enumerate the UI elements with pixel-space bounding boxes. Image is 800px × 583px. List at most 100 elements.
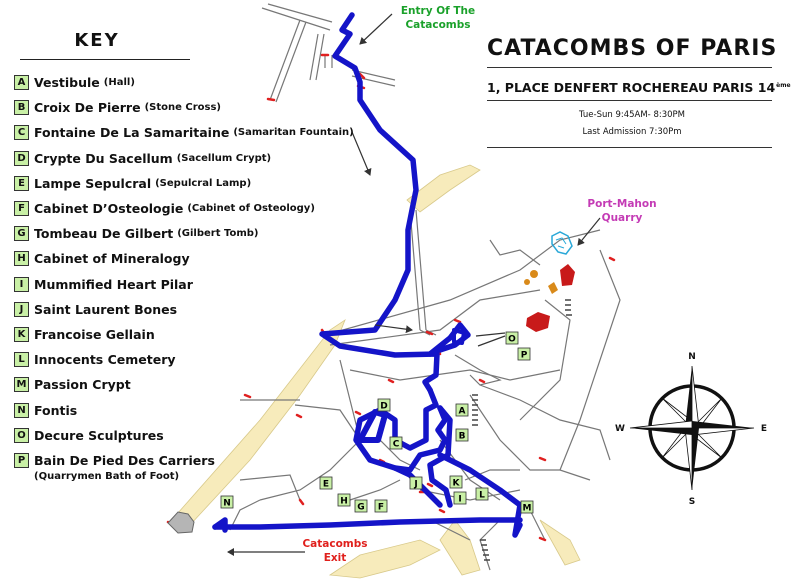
- key-item-f: F Cabinet D’Osteologie(Cabinet of Osteolo…: [14, 196, 394, 221]
- map-label-e: E: [319, 476, 333, 490]
- key-item-i: I Mummified Heart Pilar: [14, 272, 394, 297]
- port-mahon-quarry-features: [524, 231, 575, 332]
- key-letter-i: I: [14, 276, 29, 292]
- address-divider: [487, 100, 772, 101]
- map-label-l-text: L: [479, 491, 485, 501]
- key-letter-a: A: [14, 75, 29, 91]
- key-name-i: Mummified Heart Pilar: [34, 276, 193, 292]
- direction-arrows: [227, 13, 601, 556]
- key-name-o: Decure Sculptures: [34, 427, 164, 443]
- compass-rose: N S E W: [615, 352, 767, 507]
- entry-label: Entry Of The Catacombs: [400, 5, 476, 31]
- map-label-f-text: F: [378, 503, 384, 513]
- key-name-c: Fontaine De La Samaritaine: [34, 125, 230, 141]
- key-letter-l: L: [14, 352, 29, 368]
- key-letter-j: J: [14, 301, 29, 317]
- map-label-c: C: [389, 436, 403, 450]
- map-label-o: O: [505, 331, 519, 345]
- key-item-h: H Cabinet of Mineralogy: [14, 246, 394, 271]
- key-letter-e: E: [14, 175, 29, 191]
- key-item-p: P Bain De Pied Des Carriers (Quarrymen Bat…: [14, 448, 394, 484]
- key-item-o: O Decure Sculptures: [14, 423, 394, 448]
- map-label-m: M: [520, 500, 534, 514]
- key-name-p: Bain De Pied Des Carriers: [34, 452, 215, 468]
- key-item-j: J Saint Laurent Bones: [14, 297, 394, 322]
- exit-label: Catacombs Exit: [302, 538, 368, 564]
- key-letter-p: P: [14, 452, 29, 468]
- key-letter-b: B: [14, 100, 29, 116]
- map-label-g-text: G: [357, 503, 364, 513]
- key-item-a: A Vestibule(Hall): [14, 70, 394, 95]
- address: 1, PLACE DENFERT ROCHEREAU PARIS 14ème: [487, 80, 791, 95]
- key-letter-g: G: [14, 226, 29, 242]
- title-divider: [487, 67, 772, 68]
- key-list: A Vestibule(Hall) B Croix De Pierre(Stone …: [14, 70, 394, 484]
- hours-divider: [487, 147, 772, 148]
- tunnel-network: [229, 3, 621, 571]
- map-label-j-text: J: [413, 480, 417, 490]
- map-label-n-text: N: [223, 499, 231, 509]
- visitor-route: [212, 12, 523, 538]
- key-name-l: Innocents Cemetery: [34, 352, 176, 368]
- map-label-m-text: M: [523, 504, 532, 514]
- key-divider: [20, 59, 190, 60]
- map-label-b-text: B: [459, 432, 466, 442]
- key-letter-o: O: [14, 427, 29, 443]
- key-name-n: Fontis: [34, 402, 78, 418]
- key-name-f: Cabinet D’Osteologie: [34, 201, 184, 217]
- key-translation-d: (Sacellum Crypt): [176, 152, 272, 164]
- key-translation-p: (Quarrymen Bath of Foot): [34, 470, 180, 482]
- key-name-a: Vestibule: [34, 75, 100, 91]
- compass-cardinal-points: [629, 365, 755, 491]
- key-translation-c: (Samaritan Fountain): [233, 127, 354, 139]
- key-letter-c: C: [14, 125, 29, 141]
- key-name-j: Saint Laurent Bones: [34, 301, 178, 317]
- map-label-b: B: [455, 428, 469, 442]
- map-label-k: K: [449, 475, 463, 489]
- key-item-g: G Tombeau De Gilbert(Gilbert Tomb): [14, 221, 394, 246]
- key-name-b: Croix De Pierre: [34, 100, 141, 116]
- key-letter-m: M: [14, 377, 29, 393]
- map-label-n: N: [220, 495, 234, 509]
- key-translation-b: (Stone Cross): [144, 102, 221, 114]
- key-name-d: Crypte Du Sacellum: [34, 150, 173, 166]
- key-translation-a: (Hall): [103, 77, 135, 89]
- key-letter-f: F: [14, 201, 29, 217]
- key-name-h: Cabinet of Mineralogy: [34, 251, 190, 267]
- key-name-k: Francoise Gellain: [34, 326, 155, 342]
- page-title: CATACOMBS OF PARIS: [487, 36, 778, 61]
- key-item-d: D Crypte Du Sacellum(Sacellum Crypt): [14, 146, 394, 171]
- map-label-g: G: [354, 499, 368, 513]
- key-item-c: C Fontaine De La Samaritaine(Samaritan Fo…: [14, 120, 394, 145]
- key-item-m: M Passion Crypt: [14, 372, 394, 397]
- key-letter-n: N: [14, 402, 29, 418]
- map-point-labels: A B C D E F G H I J K L M N O P: [220, 331, 534, 514]
- key-letter-d: D: [14, 150, 29, 166]
- map-label-i-text: I: [458, 495, 461, 505]
- street-strips: [169, 164, 581, 579]
- key-name-g: Tombeau De Gilbert: [34, 226, 174, 242]
- key-item-k: K Francoise Gellain: [14, 322, 394, 347]
- map-label-k-text: K: [453, 479, 461, 489]
- key-item-b: B Croix De Pierre(Stone Cross): [14, 95, 394, 120]
- fontis-area: [167, 511, 195, 534]
- map-label-d-text: D: [380, 402, 387, 412]
- compass-west: W: [615, 424, 625, 434]
- last-admission: Last Admission 7:30Pm: [582, 127, 682, 137]
- map-label-e-text: E: [323, 480, 329, 490]
- key-translation-g: (Gilbert Tomb): [177, 228, 259, 240]
- map-label-l: L: [475, 487, 489, 501]
- key-item-n: N Fontis: [14, 397, 394, 422]
- address-text: 1, PLACE DENFERT ROCHEREAU PARIS 14: [487, 80, 776, 95]
- key-name-e: Lampe Sepulcral: [34, 175, 152, 191]
- map-label-p: P: [517, 347, 531, 361]
- key-letter-k: K: [14, 326, 29, 342]
- key-item-l: L Innocents Cemetery: [14, 347, 394, 372]
- key-translation-f: (Cabinet of Osteology): [187, 203, 315, 215]
- map-label-c-text: C: [393, 440, 400, 450]
- key-letter-h: H: [14, 251, 29, 267]
- key-name-m: Passion Crypt: [34, 377, 131, 393]
- map-label-h: H: [337, 493, 351, 507]
